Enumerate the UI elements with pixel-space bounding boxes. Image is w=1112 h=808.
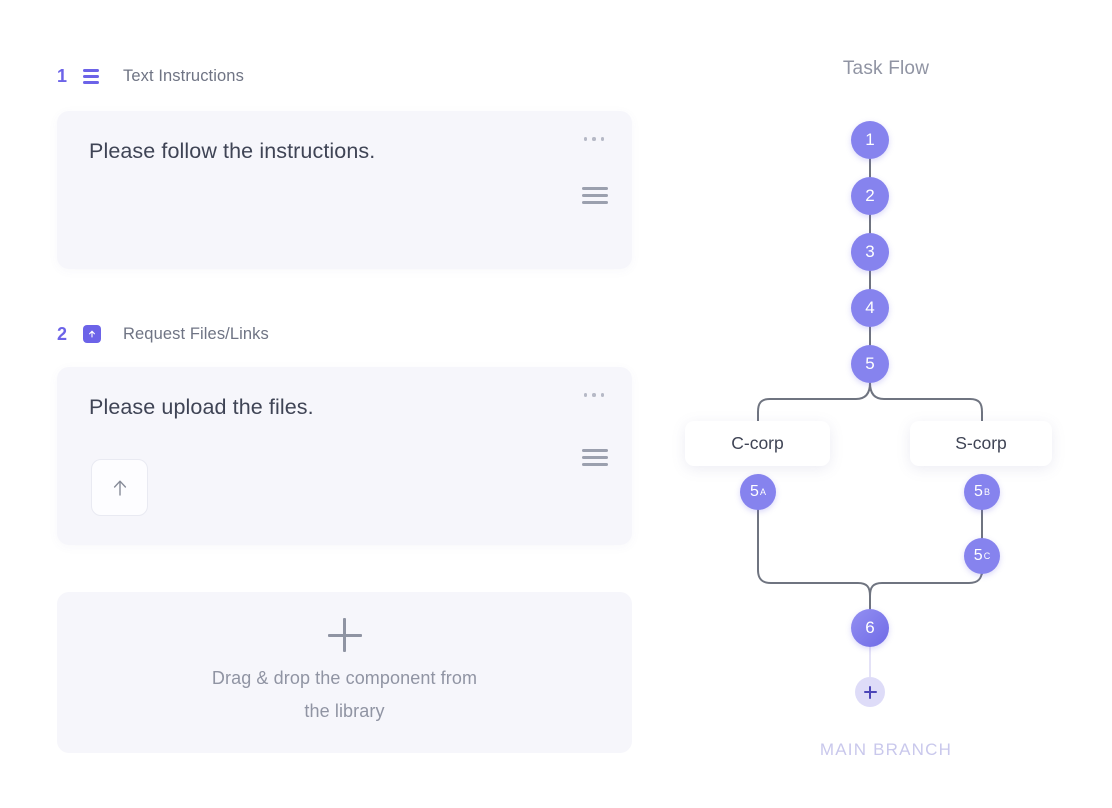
flow-node-sup: B	[983, 487, 990, 497]
flow-node-label: 5	[750, 483, 759, 500]
step-title-2: Request Files/Links	[123, 324, 269, 343]
text-lines-icon	[83, 68, 123, 84]
flow-node-label: 5	[973, 547, 983, 564]
flow-connectors	[757, 158, 983, 677]
main-branch-label: MAIN BRANCH	[819, 740, 953, 759]
task-card-text-instructions[interactable]: Please follow the instructions.	[57, 111, 632, 269]
branch-label-text: C-corp	[731, 433, 784, 453]
branch-label-s-corp[interactable]: S-corp	[910, 421, 1052, 466]
card-text-1: Please follow the instructions.	[89, 139, 376, 163]
flow-node-2[interactable]: 2	[851, 177, 889, 215]
branch-label-c-corp[interactable]: C-corp	[685, 421, 830, 466]
flow-node-label: 5	[974, 483, 983, 500]
flow-node-3[interactable]: 3	[851, 233, 889, 271]
flow-node-label: 3	[865, 242, 875, 261]
step-header-2: 2 Request Files/Links	[57, 322, 269, 346]
task-editor-column: 1 Text Instructions Please follow the in…	[57, 64, 632, 753]
more-options-icon[interactable]	[583, 393, 604, 397]
flow-node-sup: C	[983, 551, 991, 561]
step-header-1: 1 Text Instructions	[57, 64, 244, 88]
branch-label-text: S-corp	[955, 433, 1007, 453]
flow-node-label: 2	[865, 186, 875, 205]
step-number-1: 1	[57, 65, 68, 86]
flow-node-5[interactable]: 5	[851, 345, 889, 383]
drag-handle-icon[interactable]	[582, 449, 608, 466]
flow-node-label: 5	[865, 354, 875, 373]
more-options-icon[interactable]	[583, 137, 604, 141]
flow-node-sup: A	[759, 487, 766, 497]
step-number-2: 2	[57, 323, 68, 344]
task-flow-panel: Task Flow 1	[660, 0, 1112, 808]
step-title-1: Text Instructions	[123, 66, 244, 85]
flow-node-6[interactable]: 6	[851, 609, 889, 647]
flow-node-label: 6	[865, 618, 875, 637]
card-text-2: Please upload the files.	[89, 395, 314, 419]
upload-badge-icon	[83, 325, 123, 343]
flow-node-label: 4	[865, 298, 875, 317]
task-card-request-files[interactable]: Please upload the files.	[57, 367, 632, 545]
dropzone-text-line-2: the library	[304, 700, 385, 721]
add-node-button[interactable]	[855, 677, 885, 707]
drag-handle-icon[interactable]	[582, 187, 608, 204]
upload-button[interactable]	[91, 459, 148, 516]
plus-icon	[327, 618, 362, 653]
flow-node-label: 1	[865, 130, 875, 149]
upload-arrow-icon	[113, 480, 126, 496]
flow-node-1[interactable]: 1	[851, 121, 889, 159]
task-flow-title: Task Flow	[842, 58, 930, 79]
component-dropzone[interactable]: Drag & drop the component from the libra…	[57, 592, 632, 753]
flow-node-4[interactable]: 4	[851, 289, 889, 327]
dropzone-text-line-1: Drag & drop the component from	[211, 668, 478, 689]
